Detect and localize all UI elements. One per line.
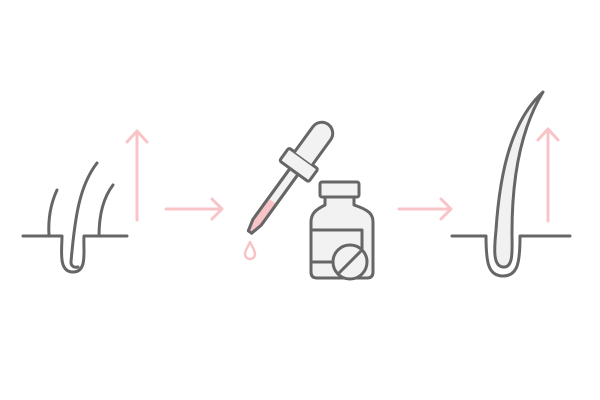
thick-hair-follicle-icon [450, 90, 572, 278]
thin-hair-follicle-icon [21, 161, 129, 274]
pill-icon [331, 243, 369, 281]
dropper-icon [246, 120, 335, 235]
drop-icon [243, 240, 257, 261]
right-arrow-icon [397, 197, 453, 221]
right-arrow-icon [164, 197, 224, 221]
up-arrow-icon [536, 127, 560, 223]
up-arrow-icon [125, 129, 149, 222]
